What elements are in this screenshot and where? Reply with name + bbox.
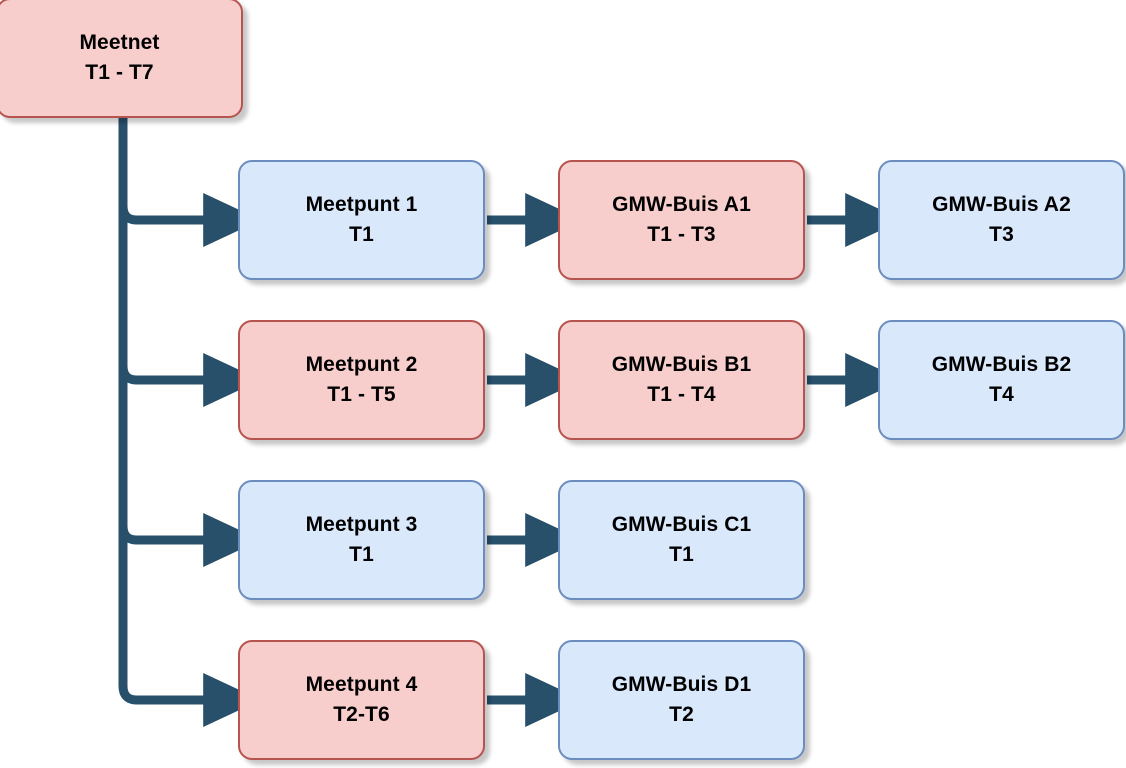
node-meetnet-title: Meetnet bbox=[79, 31, 160, 54]
edge-meetnet-to-meetpunt-4 bbox=[118, 118, 261, 727]
node-meetpunt-3-period: T1 bbox=[349, 543, 374, 566]
node-gmw-buis-b2[interactable]: GMW-Buis B2 T4 bbox=[878, 320, 1125, 440]
edge-meetnet-to-meetpunt-1 bbox=[118, 118, 261, 247]
node-meetpunt-4-title: Meetpunt 4 bbox=[305, 673, 418, 696]
edge-meetnet-to-meetpunt-2 bbox=[118, 118, 261, 407]
node-meetnet-period: T1 - T7 bbox=[85, 61, 154, 84]
node-meetpunt-1[interactable]: Meetpunt 1 T1 bbox=[238, 160, 485, 280]
node-gmw-buis-a2-title: GMW-Buis A2 bbox=[932, 193, 1071, 216]
node-gmw-buis-a1-title: GMW-Buis A1 bbox=[612, 193, 751, 216]
node-gmw-buis-c1-period: T1 bbox=[669, 543, 694, 566]
node-gmw-buis-a2-period: T3 bbox=[989, 223, 1014, 246]
node-gmw-buis-b2-title: GMW-Buis B2 bbox=[931, 353, 1072, 376]
node-gmw-buis-b1[interactable]: GMW-Buis B1 T1 - T4 bbox=[558, 320, 805, 440]
node-gmw-buis-a2[interactable]: GMW-Buis A2 T3 bbox=[878, 160, 1125, 280]
node-gmw-buis-d1[interactable]: GMW-Buis D1 T2 bbox=[558, 640, 805, 760]
node-meetpunt-4[interactable]: Meetpunt 4 T2-T6 bbox=[238, 640, 485, 760]
node-gmw-buis-c1[interactable]: GMW-Buis C1 T1 bbox=[558, 480, 805, 600]
node-gmw-buis-d1-title: GMW-Buis D1 bbox=[611, 673, 752, 696]
node-meetpunt-2[interactable]: Meetpunt 2 T1 - T5 bbox=[238, 320, 485, 440]
node-gmw-buis-b2-period: T4 bbox=[989, 383, 1014, 406]
node-meetpunt-4-period: T2-T6 bbox=[333, 703, 390, 726]
node-meetpunt-1-period: T1 bbox=[349, 223, 374, 246]
node-meetpunt-2-title: Meetpunt 2 bbox=[305, 353, 418, 376]
node-meetpunt-1-title: Meetpunt 1 bbox=[305, 193, 418, 216]
node-meetpunt-2-period: T1 - T5 bbox=[327, 383, 396, 406]
node-meetpunt-3-title: Meetpunt 3 bbox=[305, 513, 418, 536]
node-gmw-buis-a1-period: T1 - T3 bbox=[647, 223, 716, 246]
node-gmw-buis-b1-title: GMW-Buis B1 bbox=[611, 353, 752, 376]
node-gmw-buis-d1-period: T2 bbox=[669, 703, 694, 726]
node-gmw-buis-b1-period: T1 - T4 bbox=[647, 383, 716, 406]
node-meetnet[interactable]: Meetnet T1 - T7 bbox=[0, 0, 243, 118]
edge-meetnet-to-meetpunt-3 bbox=[118, 118, 261, 567]
node-gmw-buis-c1-title: GMW-Buis C1 bbox=[611, 513, 752, 536]
node-gmw-buis-a1[interactable]: GMW-Buis A1 T1 - T3 bbox=[558, 160, 805, 280]
node-meetpunt-3[interactable]: Meetpunt 3 T1 bbox=[238, 480, 485, 600]
